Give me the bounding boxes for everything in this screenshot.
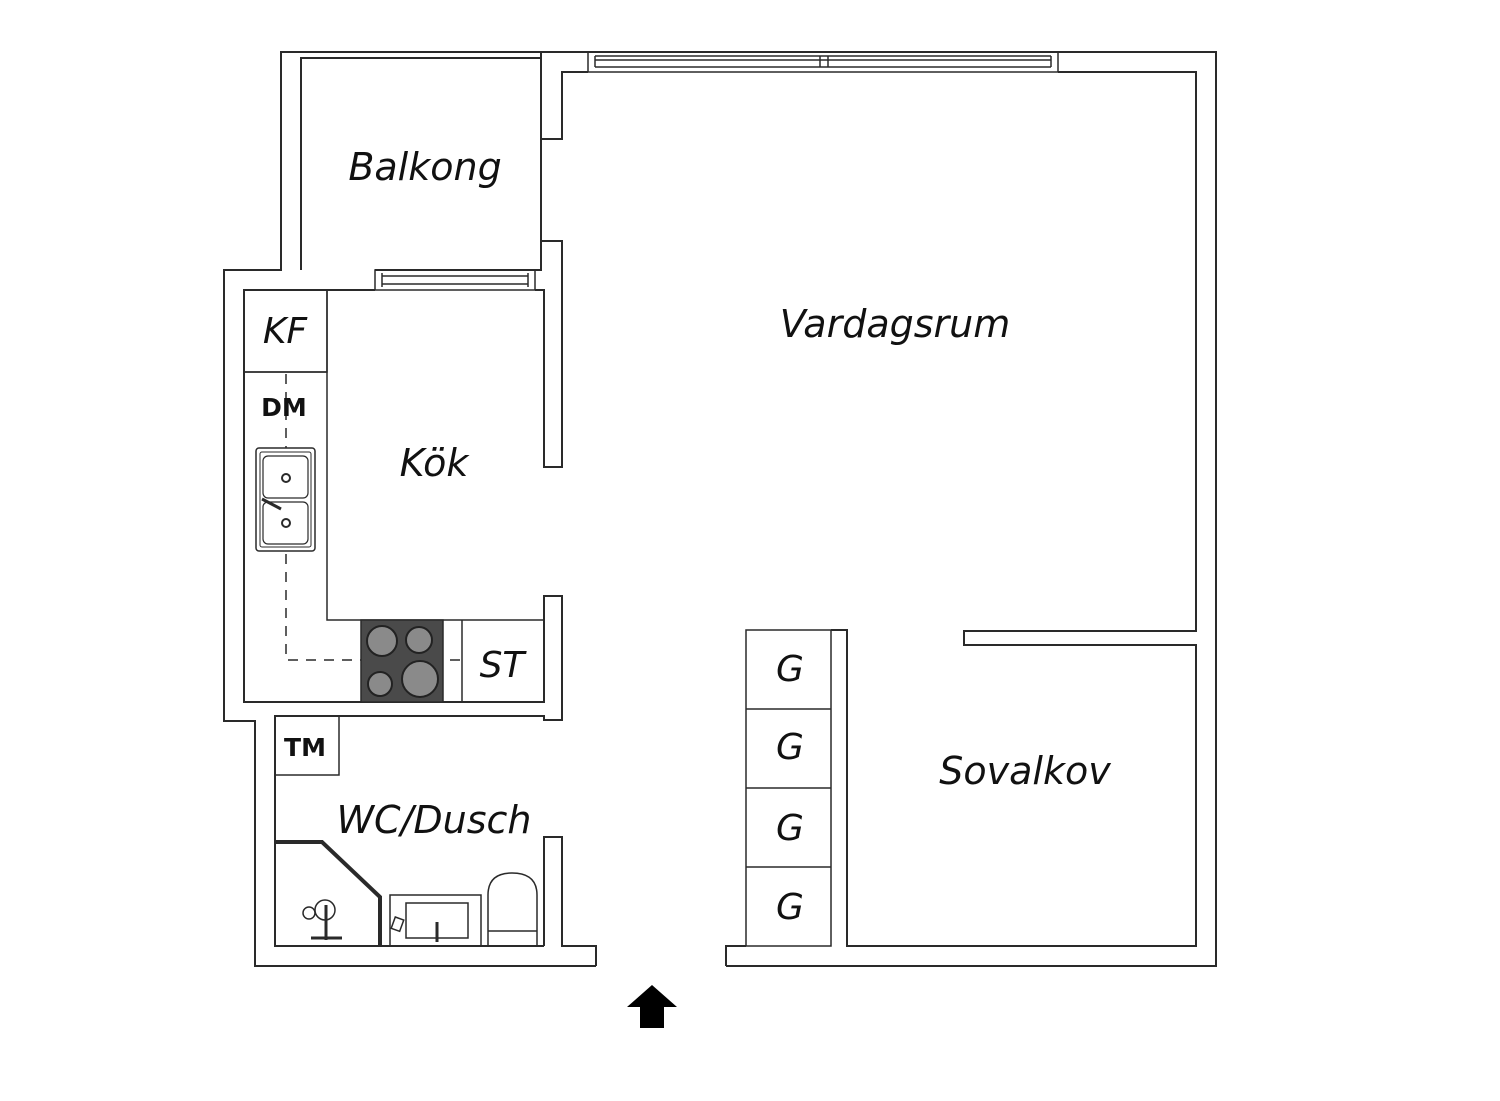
bathroom-sink-icon [389,894,482,947]
entrance-arrow-icon [627,985,677,1028]
living-room-walls [831,71,1197,947]
label-tm: TM [284,733,326,762]
wardrobes [745,629,832,947]
wall-column [540,52,588,140]
wardrobe-label: G [776,649,804,690]
washing-machine-box [274,715,340,776]
toilet-icon [487,872,538,946]
wall-kitchen-living [535,240,563,468]
sink-icon [255,447,316,552]
room-label-wc-dusch: WC/Dusch [336,798,531,842]
room-label-vardagsrum: Vardagsrum [780,302,1011,346]
stove-icon [360,619,444,703]
label-st: ST [480,645,528,686]
room-label-balkong: Balkong [348,145,501,189]
kitchen-counter [326,290,544,621]
wardrobe-label: G [776,808,804,849]
balcony-window [374,269,536,291]
kitchen-walls [243,289,563,947]
room-label-kok: Kök [400,441,471,485]
wardrobe-label: G [776,727,804,768]
shower-screen [275,840,382,946]
living-room-window [587,51,1059,73]
label-kf: KF [263,311,309,352]
room-label-sovalkov: Sovalkov [939,749,1111,793]
wardrobe-label: G [776,887,804,928]
shower-icon [302,899,342,940]
label-dm: DM [261,393,307,422]
entrance-door-jamb [543,836,597,966]
entrance-door-jamb-right [725,945,746,966]
